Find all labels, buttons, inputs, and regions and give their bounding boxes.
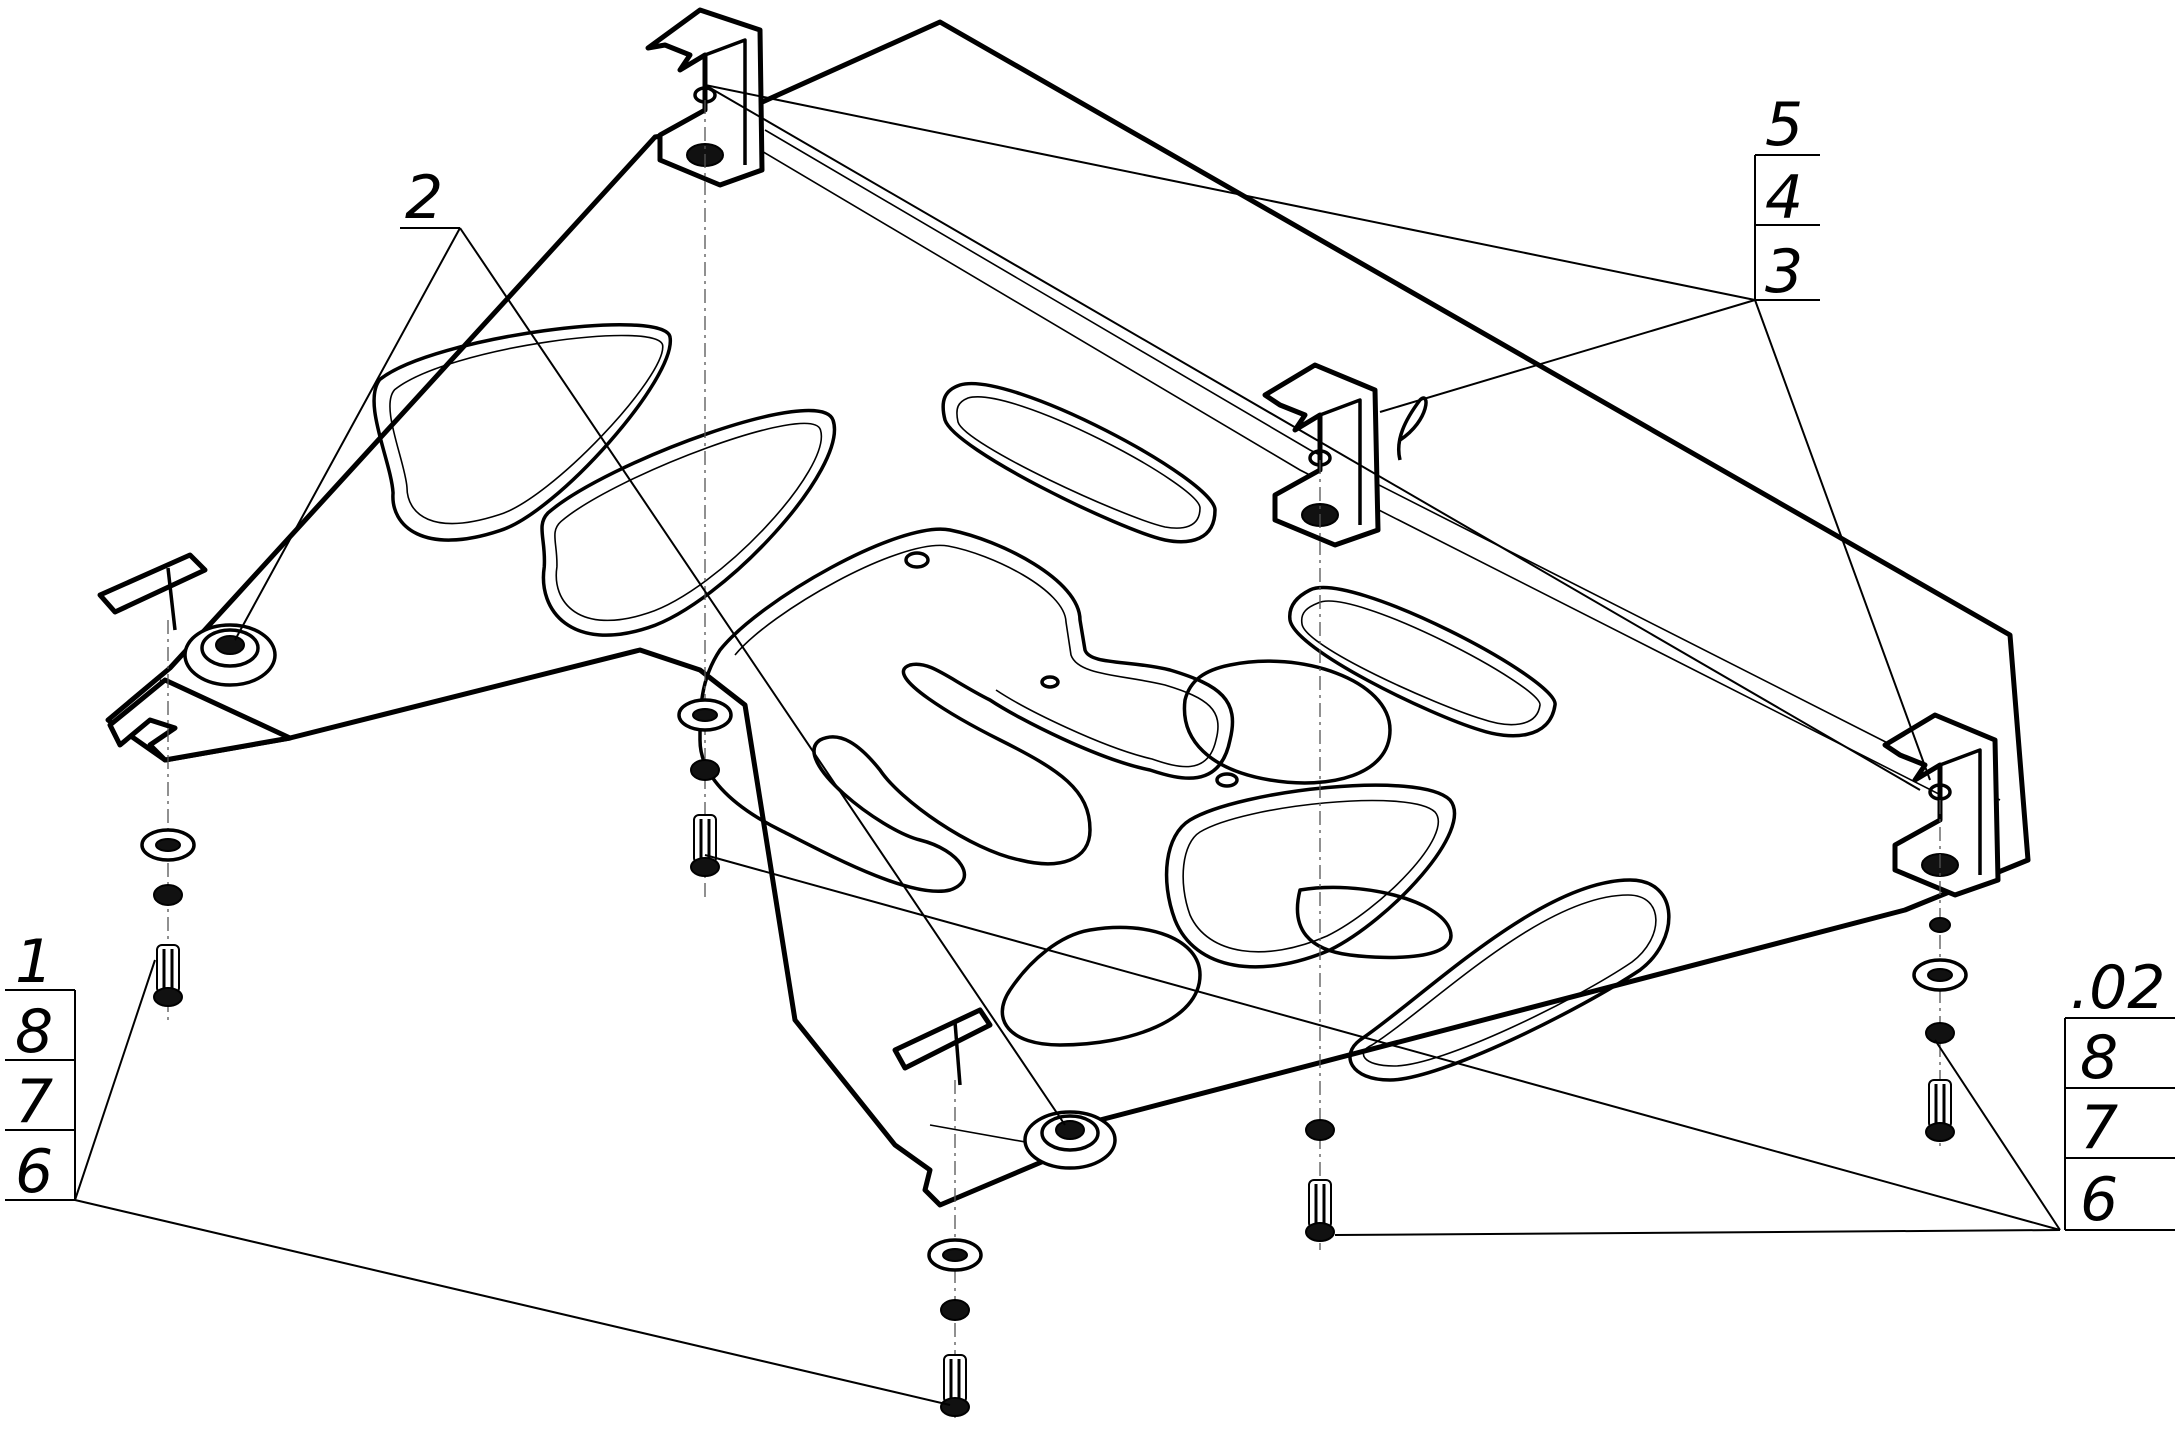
callout-label: 2 [405, 163, 443, 233]
round-opening [1000, 925, 1202, 1047]
callout-label: 3 [1765, 237, 1803, 307]
callout-label: 6 [2080, 1165, 2118, 1235]
ventilation-slot [1348, 878, 1671, 1082]
callout-label: 7 [2080, 1093, 2118, 1163]
callout-top-right: 5 4 3 [1754, 90, 1820, 307]
ventilation-slot [372, 323, 672, 542]
bracket-middle [1262, 362, 1428, 548]
leader-lines [74, 84, 2061, 1406]
round-opening [1295, 885, 1453, 960]
axis-lines [167, 100, 1941, 1420]
callout-label: 7 [15, 1067, 53, 1137]
callout-label: 5 [1765, 90, 1803, 160]
ventilation-slot [941, 381, 1217, 544]
mounting-hole [904, 551, 930, 569]
central-slot [698, 527, 1235, 894]
callout-label: 1 [15, 927, 53, 997]
callout-label: 8 [15, 997, 53, 1067]
callout-label: .02 [2070, 953, 2165, 1023]
ventilation-slot [1164, 783, 1457, 969]
callout-right: .02 8 7 6 [2064, 953, 2175, 1235]
mounting-hole [1040, 675, 1060, 689]
skid-plate [105, 19, 2031, 1208]
bracket-left-small [97, 552, 208, 631]
bracket-right [1882, 712, 2001, 898]
callout-label: 4 [1765, 163, 1803, 233]
ear-left [107, 677, 293, 763]
ventilation-slot [1288, 586, 1557, 738]
mounting-hole [1215, 772, 1239, 788]
boss-left [183, 623, 277, 687]
boss-front [1023, 1110, 1117, 1170]
bracket-front-small [892, 1007, 993, 1086]
callout-label: 8 [2080, 1023, 2118, 1093]
ventilation-slot [540, 408, 837, 637]
fasteners [140, 698, 1968, 1418]
callout-top-left: 2 [400, 163, 460, 233]
callout-label: 6 [15, 1137, 53, 1207]
callout-left: 1 8 7 6 [5, 927, 76, 1207]
round-opening [1182, 659, 1392, 785]
